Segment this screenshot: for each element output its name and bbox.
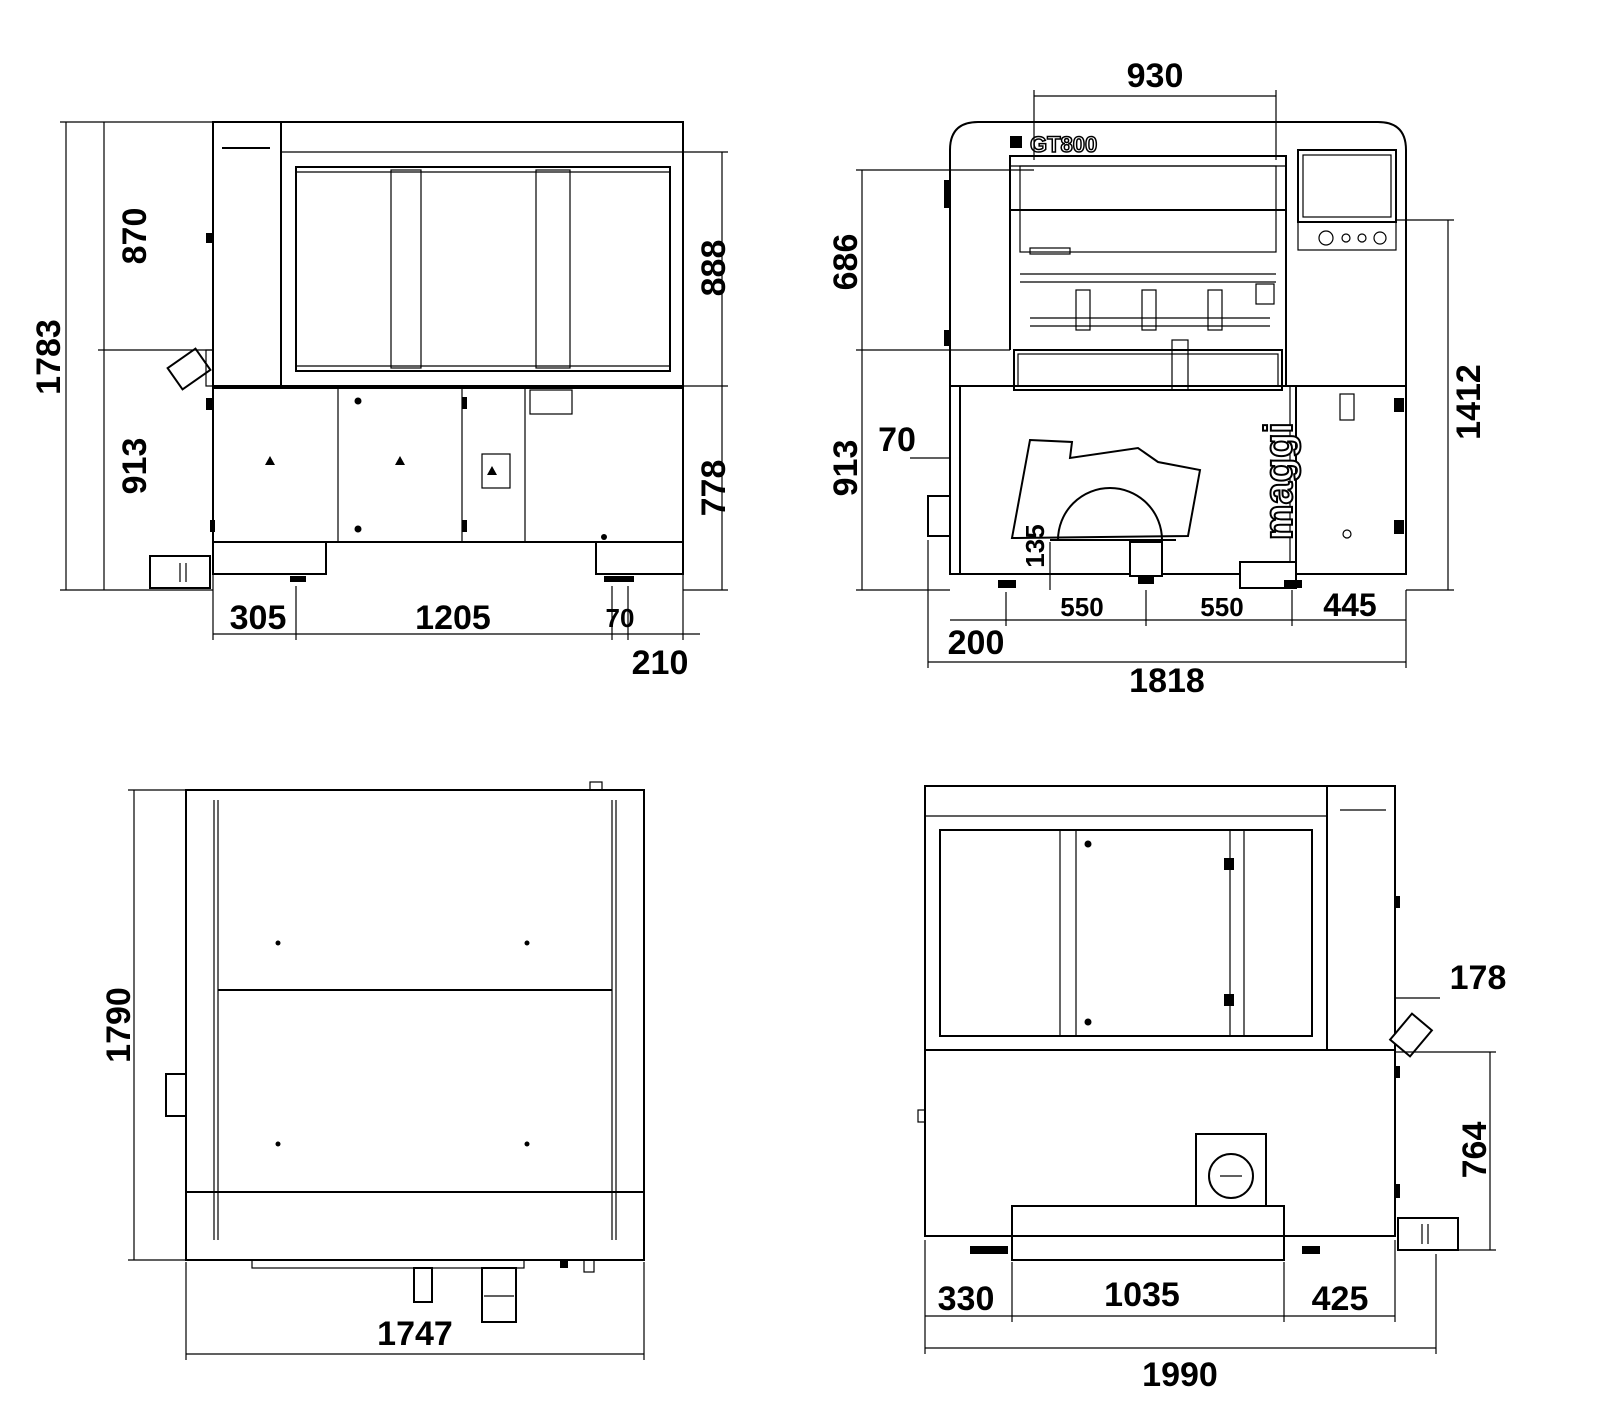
dim-1205: 1205 [415,599,491,637]
dim-550-a: 550 [1060,592,1103,622]
dim-1783: 1783 [30,319,68,395]
dim-913-side: 913 [827,440,865,497]
rear-view-dimension-labels: 178 764 330 1035 425 1990 [938,959,1507,1394]
rear-view [917,785,1459,1261]
top-view-dimension-labels: 1790 1747 [100,987,453,1353]
dim-913-front: 913 [116,438,154,495]
dim-1990: 1990 [1142,1356,1218,1394]
dim-178: 178 [1450,959,1507,997]
dim-70-side: 70 [878,421,916,459]
model-label: GT800 [1030,132,1097,157]
dim-930: 930 [1127,57,1184,95]
dim-686: 686 [827,234,865,291]
dim-888: 888 [695,240,733,297]
side-view-dimension-labels: 930 686 913 1412 70 135 200 550 550 445 … [827,57,1488,700]
front-view-dimension-labels: 1783 870 913 888 778 305 1205 70 210 [30,208,733,682]
dim-425: 425 [1312,1280,1369,1318]
brand-label: maggi [1257,422,1301,540]
dim-1818: 1818 [1129,662,1205,700]
dim-1790: 1790 [100,987,138,1063]
dim-550-b: 550 [1200,592,1243,622]
dim-200: 200 [948,624,1005,662]
dim-778: 778 [695,460,733,517]
front-view [149,121,684,589]
side-view: GT800 maggi [927,121,1407,589]
front-view-dimensions [60,121,728,640]
dim-330: 330 [938,1280,995,1318]
top-view [165,781,645,1323]
dim-445: 445 [1323,587,1376,623]
dim-210: 210 [632,644,689,682]
side-view-dimensions [856,90,1454,668]
dim-305: 305 [230,599,287,637]
dim-1412: 1412 [1450,364,1488,440]
dim-870: 870 [116,208,154,265]
top-view-dimensions [128,789,645,1360]
rear-view-dimensions [924,997,1496,1354]
dim-764: 764 [1456,1122,1494,1179]
dim-1035: 1035 [1104,1276,1180,1314]
dim-1747: 1747 [377,1315,453,1353]
dim-70-front: 70 [606,603,635,633]
dim-135: 135 [1020,524,1050,567]
